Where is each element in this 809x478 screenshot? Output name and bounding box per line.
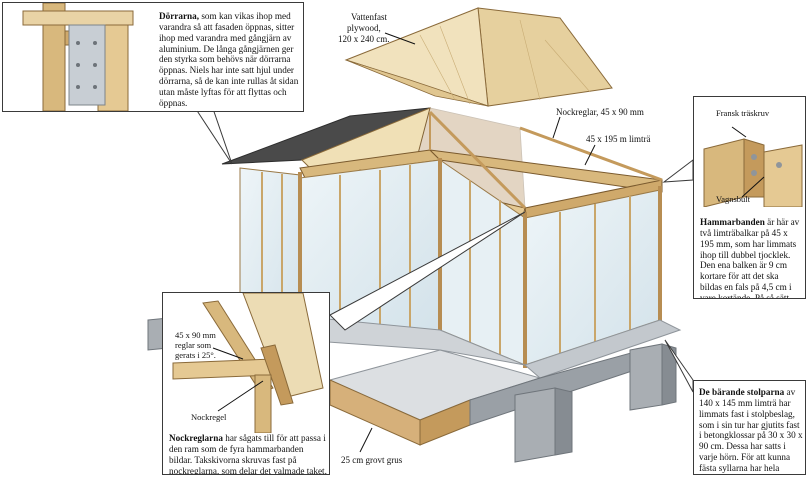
callout-barande-stolparna: De bärande stolparna av 140 x 145 mm lim… xyxy=(693,380,806,475)
callout-doors-body: som kan vikas ihop med varandra så att f… xyxy=(159,11,299,108)
ridge-rafter-illustration xyxy=(172,293,324,433)
plywood-label-line1: Vattenfast xyxy=(351,12,387,22)
plywood-roof xyxy=(344,7,613,107)
callout-connectors xyxy=(189,99,694,393)
label-reglar-line2: reglar som xyxy=(175,340,212,350)
label-reglar-line1: 45 x 90 mm xyxy=(175,330,216,340)
callout-doors-text: Dörrarna, som kan vikas ihop med varandr… xyxy=(159,11,299,109)
label-nockregel: Nockregel xyxy=(191,412,227,422)
callout-doors: Dörrarna, som kan vikas ihop med varandr… xyxy=(2,2,304,112)
label-reglar-line3: gerats i 25°. xyxy=(175,350,216,360)
callout-hammarbanden-text: Hammarbanden är här av två limträbalkar … xyxy=(700,217,802,299)
callout-nockreglarna-text: Nockreglarna har sågats till för att pas… xyxy=(169,433,327,475)
callout-nockreglarna-body: har sågats till för att passa i den ram … xyxy=(169,433,327,475)
door-hinge-illustration xyxy=(22,3,134,111)
callout-hammarbanden-title: Hammarbanden xyxy=(700,217,765,227)
callout-hammarbanden-body: är här av två limträbalkar på 45 x 195 m… xyxy=(700,217,800,299)
nockreglar-label: Nockreglar, 45 x 90 mm xyxy=(556,107,644,117)
gravel-label: 25 cm grovt grus xyxy=(341,455,403,465)
callout-nockreglarna-title: Nockreglarna xyxy=(169,433,223,443)
plywood-label-line3: 120 x 240 cm. xyxy=(338,34,390,44)
plywood-label-line2: plywood, xyxy=(347,23,381,33)
callout-nockreglarna: 45 x 90 mm reglar som gerats i 25°. Nock… xyxy=(162,292,330,475)
callout-stolparna-body: av 140 x 145 mm limträ har limmats fast … xyxy=(699,387,803,474)
callout-hammarbanden: Fransk träskruv Vagnsbult Hammarbanden ä… xyxy=(693,96,806,299)
label-fransk-traskruv: Fransk träskruv xyxy=(716,108,770,118)
limtra-label: 45 x 195 m limträ xyxy=(586,134,651,144)
leader-lines xyxy=(359,32,596,453)
callout-stolparna-text: De bärande stolparna av 140 x 145 mm lim… xyxy=(699,387,803,474)
hammer-beam-joint-illustration xyxy=(703,126,803,207)
callout-stolparna-title: De bärande stolparna xyxy=(699,387,785,397)
callout-doors-title: Dörrarna, xyxy=(159,11,200,21)
label-vagnsbult: Vagnsbult xyxy=(716,194,750,204)
